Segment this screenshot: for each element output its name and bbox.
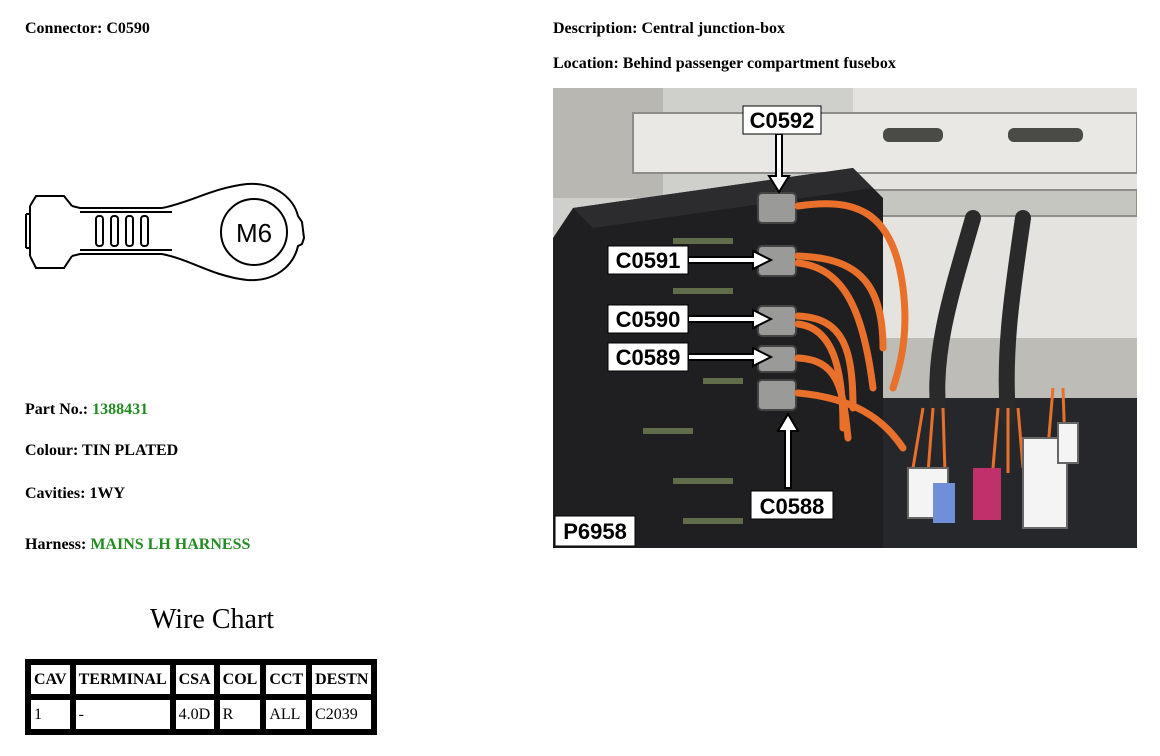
wire-chart-table: CAV TERMINAL CSA COL CCT DESTN 1 - 4.0D … — [25, 659, 378, 735]
header-destn: DESTN — [309, 662, 375, 697]
header-col: COL — [216, 662, 264, 697]
cell-destn: C2039 — [309, 697, 375, 732]
colour-field: Colour: TIN PLATED — [25, 442, 178, 460]
callout-c0588: C0588 — [760, 494, 825, 519]
cell-cav: 1 — [28, 697, 73, 732]
header-cct: CCT — [263, 662, 310, 697]
header-cav: CAV — [28, 662, 73, 697]
colour-label: Colour: — [25, 442, 79, 459]
terminal-size-label: M6 — [236, 218, 272, 248]
wire-chart-title: Wire Chart — [150, 604, 275, 635]
callout-c0591: C0591 — [616, 248, 681, 273]
location-field: Location: Behind passenger compartment f… — [553, 55, 896, 73]
description-field: Description: Central junction-box — [553, 20, 785, 38]
location-label: Location: — [553, 55, 619, 72]
location-value: Behind passenger compartment fusebox — [622, 55, 896, 72]
header-terminal: TERMINAL — [72, 662, 173, 697]
description-value: Central junction-box — [641, 20, 785, 37]
colour-value: TIN PLATED — [82, 442, 179, 459]
part-number-field: Part No.: 1388431 — [25, 401, 148, 419]
cell-cct: ALL — [263, 697, 310, 732]
cell-csa: 4.0D — [172, 697, 217, 732]
description-label: Description: — [553, 20, 638, 37]
harness-field: Harness: MAINS LH HARNESS — [25, 536, 250, 554]
callout-c0589: C0589 — [616, 345, 681, 370]
callout-c0590: C0590 — [616, 307, 681, 332]
table-row: 1 - 4.0D R ALL C2039 — [28, 697, 375, 732]
header-csa: CSA — [172, 662, 217, 697]
location-photo: C0592 C0591 C0590 C0589 C0588 P6958 — [553, 88, 1137, 548]
part-number-label: Part No.: — [25, 401, 89, 418]
harness-label: Harness: — [25, 536, 87, 553]
cell-col: R — [216, 697, 264, 732]
harness-value: MAINS LH HARNESS — [90, 536, 251, 553]
cell-terminal: - — [72, 697, 173, 732]
cavities-field: Cavities: 1WY — [25, 485, 125, 503]
callout-c0592: C0592 — [750, 108, 815, 133]
cavities-label: Cavities: — [25, 485, 86, 502]
connector-value: C0590 — [106, 20, 150, 37]
photo-reference: P6958 — [563, 519, 627, 544]
part-number-value: 1388431 — [92, 401, 149, 418]
table-header-row: CAV TERMINAL CSA COL CCT DESTN — [28, 662, 375, 697]
ring-terminal-drawing: M6 — [25, 182, 306, 282]
connector-label: Connector: — [25, 20, 103, 37]
cavities-value: 1WY — [89, 485, 125, 502]
connector-field: Connector: C0590 — [25, 20, 150, 38]
